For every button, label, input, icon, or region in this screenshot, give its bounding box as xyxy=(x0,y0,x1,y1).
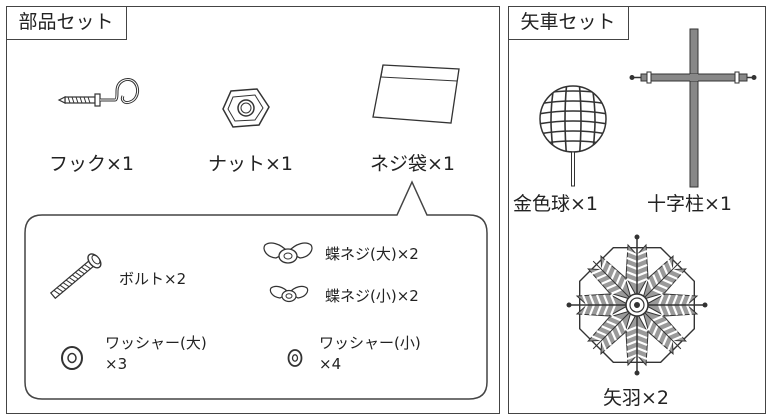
wingnut-small-label: 蝶ネジ(小)×2 xyxy=(325,287,419,305)
nut-label: ナット×1 xyxy=(208,153,294,175)
gold-ball-illustration xyxy=(539,85,607,187)
washer-small-illustration xyxy=(287,349,303,367)
cross-pole-label: 十字柱×1 xyxy=(647,193,733,215)
arrow-wheel-set-panel: 矢車セット 金色球×1 十字柱×1 矢羽×2 xyxy=(507,5,766,414)
washer-large-label-line1: ワッシャー(大) xyxy=(105,334,207,352)
bolt-label: ボルト×2 xyxy=(119,270,187,288)
wingnut-large-illustration xyxy=(263,242,313,264)
gold-ball-label: 金色球×1 xyxy=(513,193,599,215)
cross-pole-illustration xyxy=(629,28,757,188)
washer-small-label-line2: ×4 xyxy=(319,355,342,373)
arrow-wheel-set-title: 矢車セット xyxy=(507,5,629,40)
screw-bag-illustration xyxy=(372,64,460,124)
parts-set-title: 部品セット xyxy=(5,5,127,40)
bag-contents-callout xyxy=(24,180,488,400)
hook-label: フック×1 xyxy=(49,153,135,175)
washer-large-label-line2: ×3 xyxy=(105,355,128,373)
bolt-illustration xyxy=(49,253,102,300)
hook-illustration xyxy=(57,77,139,107)
nut-illustration xyxy=(222,88,270,128)
wingnut-large-label: 蝶ネジ(大)×2 xyxy=(325,245,419,263)
washer-large-illustration xyxy=(61,346,83,370)
screw-bag-label: ネジ袋×1 xyxy=(370,153,456,175)
washer-small-label-line1: ワッシャー(小) xyxy=(319,334,421,352)
arrow-feather-illustration xyxy=(566,234,708,376)
parts-set-panel: 部品セット フック×1 ナット×1 ネジ袋×1 xyxy=(5,5,500,414)
wingnut-small-illustration xyxy=(269,285,309,303)
arrow-feather-label: 矢羽×2 xyxy=(603,387,670,409)
